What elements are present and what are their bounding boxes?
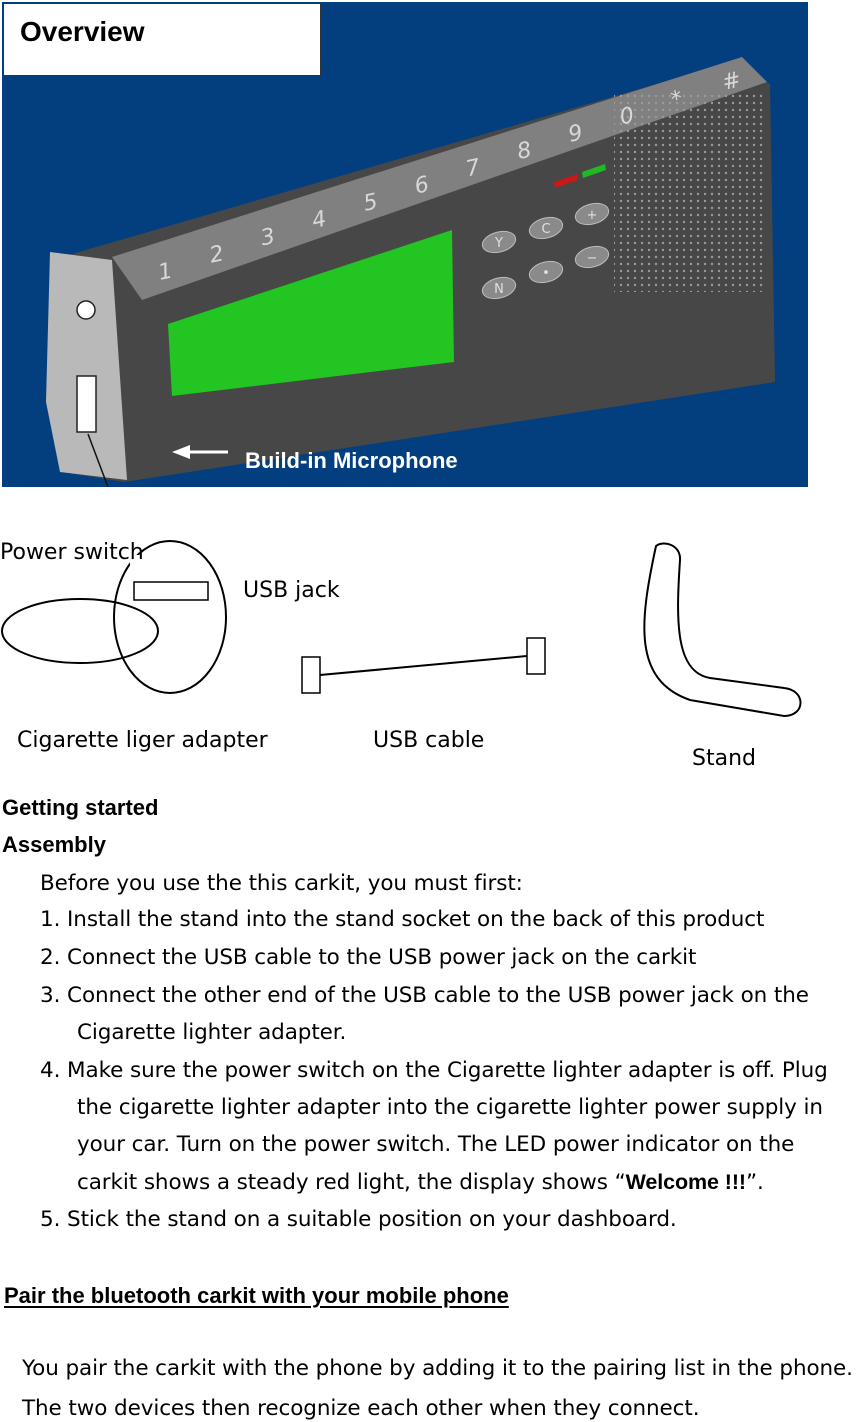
- pairing-heading: Pair the bluetooth carkit with your mobi…: [4, 1283, 509, 1308]
- usb-cable-wire: [319, 655, 528, 676]
- carkit-illustration: 1 2 3 4 5 6 7 8 9 0 * # Y C + N • −: [46, 57, 775, 487]
- assembly-step-5: 5. Stick the stand on a suitable positio…: [40, 1207, 677, 1232]
- speaker-grille: [614, 92, 764, 292]
- function-button-label: •: [542, 266, 550, 281]
- pairing-paragraph-line-2: The two devices then recognize each othe…: [22, 1396, 700, 1421]
- device-overview-panel: 1 2 3 4 5 6 7 8 9 0 * # Y C + N • − Overview Build-in Mi…: [2, 2, 808, 487]
- key-strip: [112, 57, 767, 300]
- number-key: *: [669, 86, 685, 113]
- left-arrow-icon: [172, 445, 190, 459]
- number-key: 6: [412, 172, 431, 199]
- usb-port: [76, 375, 97, 433]
- usb-cable-label: USB cable: [373, 728, 485, 753]
- number-key: #: [720, 68, 743, 96]
- number-keys: 1 2 3 4 5 6 7 8 9 0 * #: [156, 68, 743, 286]
- number-key: 9: [566, 120, 585, 147]
- assembly-step-3-line-2: Cigarette lighter adapter.: [77, 1020, 347, 1045]
- assembly-step-2: 2. Connect the USB cable to the USB powe…: [40, 945, 697, 970]
- red-led: [554, 174, 578, 188]
- usb-cable-plug-right: [526, 637, 546, 675]
- number-key: 2: [207, 241, 226, 268]
- step-4-text-pre: carkit shows a steady red light, the dis…: [77, 1170, 626, 1195]
- function-button-label: Y: [494, 236, 503, 251]
- power-switch-label: Power switch: [0, 540, 144, 565]
- carkit-end-cap: [46, 252, 127, 480]
- number-key: 5: [361, 189, 380, 216]
- usb-cable-plug-left: [301, 656, 321, 694]
- adapter-plug-shape: [1, 598, 159, 664]
- accessories-drawing: [1, 540, 802, 718]
- assembly-step-4-line-3: your car. Turn on the power switch. The …: [77, 1132, 795, 1157]
- display-screen: [168, 230, 454, 396]
- welcome-message: Welcome !!!: [625, 1170, 746, 1194]
- microphone-hole: [76, 300, 96, 320]
- assembly-heading: Assembly: [2, 832, 106, 857]
- number-key: 3: [259, 224, 278, 251]
- number-key: 8: [515, 138, 534, 165]
- adapter-head-shape: [113, 540, 227, 694]
- step-4-text-post: ”.: [745, 1170, 764, 1195]
- number-key: 7: [464, 155, 483, 182]
- overview-title: Overview: [3, 3, 321, 76]
- usb-jack-label: USB jack: [243, 578, 340, 603]
- stand-label: Stand: [692, 746, 756, 771]
- microphone-label: Build-in Microphone: [245, 448, 458, 473]
- function-button-label: N: [494, 282, 504, 297]
- assembly-step-4-line-2: the cigarette lighter adapter into the c…: [77, 1095, 823, 1120]
- function-button: [528, 260, 564, 284]
- function-buttons: Y C + N • −: [481, 202, 610, 300]
- function-button: [574, 202, 610, 226]
- function-button-label: −: [587, 251, 598, 266]
- function-button: [481, 230, 517, 254]
- stand-shape: [643, 542, 802, 718]
- pairing-paragraph-line-1: You pair the carkit with the phone by ad…: [22, 1356, 853, 1381]
- number-key: 4: [310, 207, 329, 234]
- assembly-step-3-line-1: 3. Connect the other end of the USB cabl…: [40, 983, 809, 1008]
- function-button: [528, 216, 564, 240]
- function-button-label: +: [587, 208, 598, 223]
- power-switch-shape: [133, 581, 209, 601]
- function-button: [481, 276, 517, 300]
- function-button-label: C: [541, 222, 550, 237]
- green-led: [582, 164, 606, 178]
- assembly-step-1: 1. Install the stand into the stand sock…: [40, 907, 765, 932]
- assembly-step-4-line-1: 4. Make sure the power switch on the Cig…: [40, 1058, 828, 1083]
- adapter-label-mask: [130, 555, 200, 577]
- port-pointer-line: [87, 433, 109, 487]
- number-key: 1: [156, 259, 175, 286]
- assembly-step-4-line-4: carkit shows a steady red light, the dis…: [77, 1170, 764, 1195]
- getting-started-heading: Getting started: [2, 795, 159, 820]
- number-key: 0: [618, 103, 637, 130]
- assembly-intro: Before you use the this carkit, you must…: [40, 871, 523, 896]
- function-button: [574, 245, 610, 269]
- adapter-label: Cigarette liger adapter: [17, 728, 268, 753]
